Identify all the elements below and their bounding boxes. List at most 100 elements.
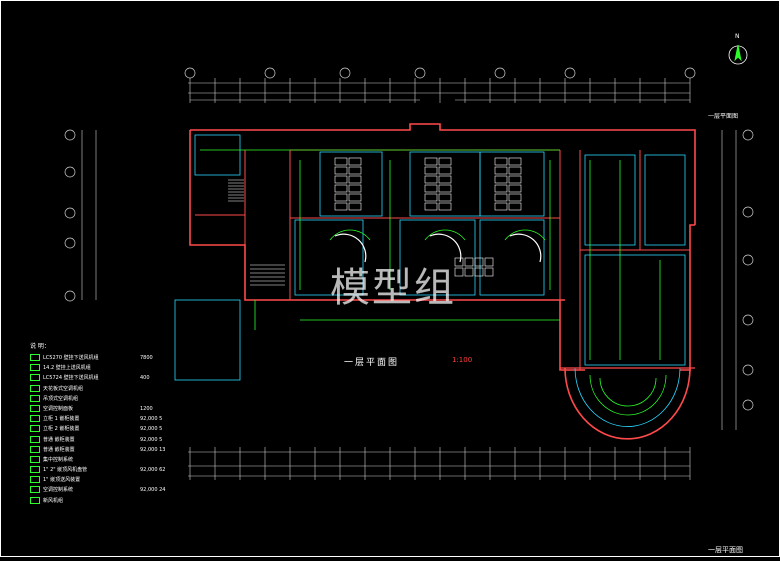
bed-fixture — [348, 202, 362, 211]
legend-symbol-icon — [30, 476, 40, 484]
bed-fixture — [508, 193, 522, 202]
bed-fixture — [334, 166, 348, 175]
bed-fixture — [508, 184, 522, 193]
legend-symbol-icon — [30, 384, 40, 392]
axis-bubble-icon — [184, 67, 196, 79]
legend-item-text: 14.2 壁挂上送风机组 — [43, 365, 91, 372]
legend-symbol-icon — [30, 415, 40, 423]
bed-fixture — [438, 184, 452, 193]
bed-fixture — [348, 193, 362, 202]
legend-item: 1" 嵌顶送风装置 — [30, 475, 190, 485]
auditorium — [560, 367, 695, 440]
bed-fixture — [438, 193, 452, 202]
bed-fixture — [494, 157, 508, 166]
legend-symbol-icon — [30, 394, 40, 402]
axis-bubble-icon — [64, 237, 76, 249]
axis-bubble-icon — [64, 166, 76, 178]
legend-item-value: 400 — [140, 375, 150, 382]
bed-fixture — [494, 184, 508, 193]
axis-bubble-icon — [494, 67, 506, 79]
desk-fixture — [474, 257, 484, 267]
bed-fixture — [348, 166, 362, 175]
north-arrow-icon — [728, 44, 748, 65]
fixtures — [334, 157, 522, 277]
legend-item-value: 92,000 5 — [140, 426, 163, 433]
legend-symbol-icon — [30, 455, 40, 463]
bed-fixture — [508, 166, 522, 175]
axis-bubble-icon — [564, 67, 576, 79]
legend-item: 空调控制面板 1200 — [30, 404, 190, 414]
legend-item: 天花板式空调机组 — [30, 384, 190, 394]
dimension-lines — [81, 82, 737, 477]
legend-symbol-icon — [30, 445, 40, 453]
bed-fixture — [438, 157, 452, 166]
legend-item: 14.2 壁挂上送风机组 — [30, 363, 190, 373]
bed-fixture — [348, 184, 362, 193]
axis-bubble-icon — [264, 67, 276, 79]
legend-item-text: 空调控制面板 — [43, 405, 74, 412]
legend-symbol-icon — [30, 354, 40, 361]
legend-item: 集中控制系统 — [30, 455, 190, 465]
axis-bubble-icon — [339, 67, 351, 79]
hvac-lines — [200, 149, 661, 360]
corner-title: 一层平面图 — [708, 546, 743, 554]
bed-fixture — [424, 157, 438, 166]
drawing-title: 一层平面图 — [344, 358, 400, 368]
axis-bubble-icon — [64, 207, 76, 219]
bed-fixture — [334, 193, 348, 202]
legend-item-text: 吊顶式空调机组 — [43, 395, 79, 402]
legend-item: 吊顶式空调机组 — [30, 394, 190, 404]
legend-item-value: 92,000 5 — [140, 436, 163, 443]
classroom-arcs — [334, 233, 542, 263]
bed-fixture — [438, 202, 452, 211]
axis-bubble-icon — [742, 399, 754, 411]
bed-fixture — [334, 157, 348, 166]
legend-item-text: LC5270 壁挂下送风机组 — [43, 355, 99, 361]
bed-fixture — [494, 175, 508, 184]
watermark: 模型组 — [330, 265, 456, 311]
legend-symbol-icon — [30, 425, 40, 433]
bed-fixture — [348, 175, 362, 184]
legend-item-text: 立柜 1 嵌柜装置 — [43, 416, 80, 423]
bed-fixture — [438, 175, 452, 184]
north-label: N — [735, 33, 740, 40]
legend-symbol-icon — [30, 374, 40, 382]
legend-item: LC5270 壁挂下送风机组 7800 — [30, 353, 190, 363]
desk-fixture — [484, 267, 494, 277]
bed-fixture — [494, 202, 508, 211]
bed-fixture — [424, 166, 438, 175]
legend-item-value: 1200 — [140, 405, 153, 412]
side-title: 一层平面图 — [708, 113, 739, 120]
legend-item-value: 7800 — [140, 355, 153, 361]
legend-symbol-icon — [30, 496, 40, 504]
legend-item-value: 92,000 62 — [140, 467, 166, 474]
bed-fixture — [424, 202, 438, 211]
legend-symbol-icon — [30, 486, 40, 494]
bed-fixture — [494, 193, 508, 202]
axis-bubble-icon — [64, 290, 76, 302]
desk-fixture — [454, 267, 464, 277]
desk-fixture — [484, 257, 494, 267]
legend-item-text: 空调控制系统 — [43, 487, 74, 494]
axis-bubble-icon — [742, 314, 754, 326]
legend-symbol-icon — [30, 404, 40, 412]
legend-item: 新风机组 — [30, 496, 190, 506]
axis-bubble-icon — [742, 206, 754, 218]
bed-fixture — [424, 175, 438, 184]
room-partitions — [174, 134, 686, 381]
axis-bubble-icon — [64, 129, 76, 141]
axis-bubble-icon — [684, 67, 696, 79]
legend-item-value: 92,000 13 — [140, 446, 166, 453]
legend-item-text: 新风机组 — [43, 497, 64, 504]
bed-fixture — [348, 157, 362, 166]
bed-fixture — [424, 193, 438, 202]
bed-fixture — [508, 157, 522, 166]
bed-fixture — [334, 184, 348, 193]
axis-bubble-icon — [742, 364, 754, 376]
desk-fixture — [454, 257, 464, 267]
